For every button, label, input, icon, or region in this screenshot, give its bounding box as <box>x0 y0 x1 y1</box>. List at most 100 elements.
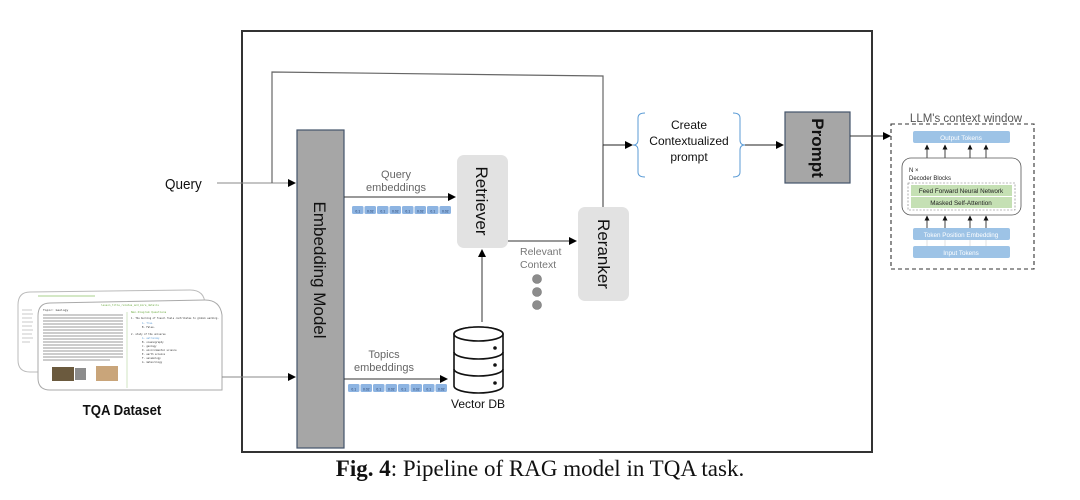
llm-window-frame <box>890 123 1035 270</box>
dataset-q1: 1. The burning of fossil fuels contribut… <box>131 317 219 320</box>
dataset-q1-option-b: B. False. <box>142 326 155 329</box>
embedding-chip <box>402 206 414 214</box>
retriever-box <box>457 155 508 248</box>
dataset-photo-3 <box>96 366 118 381</box>
query-embedding-vector: 0.1 0.02 0.1 0.02 0.1 0.02 0.1 0.02 <box>352 206 451 214</box>
create-prompt-line-2: Contextualized <box>649 134 728 148</box>
dataset-front-header: lesson_title_relates_and_more_details <box>101 303 159 307</box>
embedding-chip-value: 0.02 <box>417 209 424 213</box>
query-bypass-connector <box>271 71 604 183</box>
dataset-page-front <box>37 299 223 391</box>
attention-box <box>911 197 1012 208</box>
query-embeddings-label-1: Query <box>381 169 411 181</box>
embedding-chip <box>427 206 439 214</box>
embedding-chip-value: 0.02 <box>392 209 399 213</box>
input-tokens-label: Input Tokens <box>943 250 979 257</box>
embedding-chip <box>389 206 401 214</box>
dataset-q2-option: G. meteorology <box>142 361 163 364</box>
embedding-chip <box>410 384 422 392</box>
embedding-chip <box>423 384 435 392</box>
figure-caption-label: Fig. 4 <box>335 456 391 481</box>
figure-caption: Fig. 4: Pipeline of RAG model in TQA tas… <box>0 456 1080 482</box>
embedding-chip-value: 0.02 <box>413 387 420 391</box>
embedding-chip <box>373 384 385 392</box>
embedding-model-box <box>296 129 345 449</box>
dataset-topic: Topic: Geology <box>43 308 68 312</box>
output-tokens-label: Output Tokens <box>940 135 983 142</box>
embedding-chip <box>348 384 360 392</box>
ffn-label: Feed Forward Neural Network <box>919 188 1004 195</box>
dataset-photo-2 <box>75 368 86 380</box>
dataset-photo-1 <box>52 367 74 381</box>
embedding-chip <box>398 384 410 392</box>
attention-label: Masked Self-Attention <box>930 200 992 207</box>
dataset-q2-option: E. earth science <box>142 353 166 356</box>
create-prompt-line-3: prompt <box>670 150 708 164</box>
ffn-box <box>911 185 1012 196</box>
dataset-q2-option: A. astronomy. <box>142 337 161 340</box>
query-embeddings-label-2: embeddings <box>366 182 426 194</box>
embedding-chip-value: 0.02 <box>363 387 370 391</box>
context-dot-1 <box>532 274 542 284</box>
input-arrows <box>924 215 989 228</box>
embedding-chip <box>352 206 364 214</box>
embedding-chip-value: 0.1 <box>426 387 431 391</box>
embedding-chip-value: 0.1 <box>401 387 406 391</box>
input-token-connectors <box>926 240 987 246</box>
n-times-label: N × <box>909 168 919 174</box>
dataset-label: TQA Dataset <box>83 401 162 418</box>
embedding-chip-value: 0.1 <box>376 387 381 391</box>
topics-embedding-vector: 0.1 0.02 0.1 0.02 0.1 0.02 0.1 0.02 <box>348 384 447 392</box>
embedding-chip-value: 0.1 <box>380 209 385 213</box>
reranker-box <box>578 207 629 301</box>
retriever-label: Retriever <box>472 167 491 236</box>
decoder-blocks-label: Decoder Blocks <box>909 176 951 182</box>
back-page-text-lines <box>22 309 33 343</box>
dataset-q2-option: B. oceanography <box>142 341 164 344</box>
output-tokens-box <box>913 131 1010 143</box>
reranker-label: Reranker <box>594 219 613 289</box>
dataset-q2-option: F. seismology <box>142 357 161 360</box>
tqa-dataset-documents: lesson_title_relates_and_more_details To… <box>17 289 223 391</box>
dataset-q2: 2. study of the universe <box>131 333 166 336</box>
embedding-chip-value: 0.1 <box>430 209 435 213</box>
output-arrows <box>924 144 989 158</box>
embedding-chip <box>360 384 372 392</box>
embedding-chip-value: 0.02 <box>388 387 395 391</box>
embedding-chip-value: 0.1 <box>351 387 356 391</box>
token-position-label: Token Position Embedding <box>924 232 999 239</box>
dataset-q1-option-a: A. True. <box>142 322 154 325</box>
create-prompt-line-1: Create <box>671 118 707 132</box>
context-dot-3 <box>532 300 542 310</box>
input-tokens-box <box>913 246 1010 258</box>
embedding-model-label: Embedding Model <box>310 201 329 338</box>
dataset-question-header: Non-Diagram Questions <box>131 310 167 314</box>
prompt-box <box>784 111 851 184</box>
vector-db-label: Vector DB <box>451 397 505 411</box>
vector-db-icon <box>453 326 504 394</box>
embedding-chip <box>364 206 376 214</box>
main-frame <box>241 30 873 453</box>
llm-context-window: LLM's context window Output Tokens N × D… <box>890 113 1035 270</box>
embedding-chip-value: 0.02 <box>442 209 449 213</box>
embedding-chip-value: 0.1 <box>355 209 360 213</box>
figure-caption-text: : Pipeline of RAG model in TQA task. <box>390 456 745 481</box>
dataset-passage-lines <box>43 314 123 361</box>
relevant-context-label-1: Relevant <box>520 246 562 258</box>
topics-embeddings-label-1: Topics <box>368 349 400 361</box>
embedding-chip <box>439 206 451 214</box>
relevant-context-label-2: Context <box>520 259 556 271</box>
embedding-chip <box>414 206 426 214</box>
embedding-chip-value: 0.02 <box>367 209 374 213</box>
prompt-label: Prompt <box>808 118 827 178</box>
embedding-chip <box>435 384 447 392</box>
llm-window-title: LLM's context window <box>910 113 1023 125</box>
decoder-inner-dashed <box>907 182 1016 211</box>
embedding-chip-value: 0.02 <box>438 387 445 391</box>
dataset-q2-option: D. environmental science <box>142 349 177 352</box>
topics-embeddings-label-2: embeddings <box>354 362 414 374</box>
context-dot-2 <box>532 287 542 297</box>
query-label: Query <box>165 176 203 193</box>
embedding-chip-value: 0.1 <box>405 209 410 213</box>
